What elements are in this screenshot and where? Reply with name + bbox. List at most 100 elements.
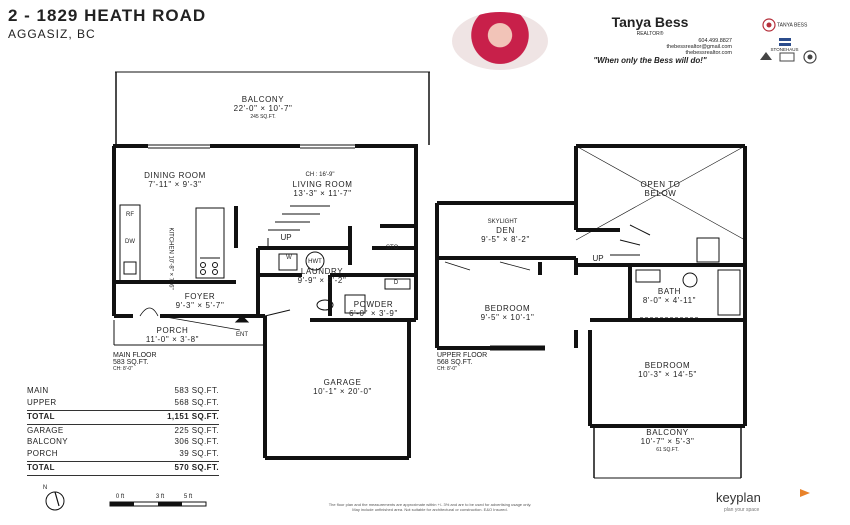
floor-name: UPPER FLOOR <box>437 352 488 359</box>
main-floor-walls <box>112 144 418 460</box>
room-balcony-upper: BALCONY 10'-7" × 5'-3" 61 SQ.FT. <box>625 428 710 455</box>
keyplan-flag-icon <box>800 489 810 497</box>
room-garage: GARAGE 10'-1" × 20'-0" <box>295 378 390 396</box>
dishwasher-label: DW <box>125 239 135 245</box>
open-to-below-line2: BELOW <box>644 189 677 198</box>
room-name: BATH <box>657 287 682 296</box>
agent-website: thebessrealtor.com <box>685 50 732 56</box>
scale-bar-icon <box>109 501 207 507</box>
area-value: 225 SQ.FT. <box>174 425 219 435</box>
ceiling-height: CH : 16'-9" <box>305 172 335 178</box>
floor-ceiling: CH: 8'-0" <box>437 366 457 372</box>
area-label: MAIN <box>27 386 49 395</box>
keyplan-tagline: plan your space <box>724 507 760 513</box>
room-size: 10'-1" × 20'-0" <box>313 387 372 396</box>
storage-label: STO. <box>386 245 400 251</box>
agent-slogan: "When only the Bess will do!" <box>593 56 707 65</box>
main-floor-label: MAIN FLOOR 583 SQ.FT. CH: 8'-0" <box>113 352 157 373</box>
area-label: PORCH <box>27 448 58 458</box>
floor-name: MAIN FLOOR <box>113 352 157 359</box>
room-size: 22'-0" × 10'-7" <box>233 104 293 113</box>
room-size: 10'-8" × 7'-6" <box>167 255 174 290</box>
brand-logo-text: TANYA BESS <box>776 22 808 29</box>
area-row: GARAGE 225 SQ.FT. <box>27 426 219 438</box>
upper-floor-walls <box>435 144 747 428</box>
area-row: UPPER 568 SQ.FT. <box>27 398 219 410</box>
area-label: UPPER <box>27 397 57 407</box>
agent-phone: 604.499.8827 <box>698 38 732 44</box>
hot-water-tank-label: HWT <box>308 259 322 265</box>
room-den: DEN 9'-5" × 8'-2" <box>463 226 548 244</box>
area-label: TOTAL <box>27 412 55 421</box>
floor-ceiling: CH: 8'-0" <box>113 366 133 372</box>
agent-name: Tanya Bess <box>611 14 689 30</box>
dryer-label: D <box>393 280 399 286</box>
agent-role: REALTOR® <box>636 31 664 37</box>
room-name: BALCONY <box>241 95 285 104</box>
area-divider <box>27 461 219 462</box>
room-size: 7'-11" × 9'-3" <box>148 180 202 189</box>
scale-three-label: 3 ft <box>155 494 165 500</box>
room-bath: BATH 8'-0" × 4'-11" <box>627 287 712 305</box>
area-value: 583 SQ.FT. <box>174 386 219 395</box>
entrance-label: ENT <box>236 332 248 338</box>
area-label: TOTAL <box>27 463 55 472</box>
room-size: 8'-0" × 4'-11" <box>642 296 697 305</box>
room-name: PORCH <box>156 326 189 335</box>
room-name: FOYER <box>184 292 216 301</box>
room-size: 11'-0" × 3'-8" <box>145 335 200 344</box>
upper-fixtures <box>444 145 746 479</box>
upper-floor-label: UPPER FLOOR 568 SQ.FT. CH: 8'-0" <box>437 352 487 373</box>
room-powder: POWDER 6'-0" × 3'-9" <box>336 300 411 318</box>
property-city: AGGASIZ, BC <box>8 27 96 41</box>
area-value: 568 SQ.FT. <box>174 397 219 407</box>
area-row: MAIN 583 SQ.FT. <box>27 386 219 398</box>
brand-logo2-text: STONEHAUS <box>770 47 799 52</box>
room-area: 61 SQ.FT. <box>656 447 679 453</box>
room-name: DINING ROOM <box>144 171 206 180</box>
area-divider <box>27 474 219 476</box>
room-size: 13'-3" × 11'-7" <box>293 189 352 198</box>
room-name: BALCONY <box>646 428 689 437</box>
brand-flag-icon <box>778 38 791 46</box>
room-name: LAUNDRY <box>300 267 344 276</box>
north-arrow-icon <box>45 491 65 511</box>
area-divider <box>27 423 219 425</box>
agent-email: thebessrealtor@gmail.com <box>666 44 733 50</box>
disclaimer: The floor plan and the measurements are … <box>240 502 620 512</box>
open-to-below: OPEN TO BELOW <box>618 180 703 198</box>
main-fixtures <box>113 204 411 346</box>
room-size: 9'-3" × 5'-7" <box>175 301 225 310</box>
room-kitchen: KITCHEN 10'-8" × 7'-6" <box>166 227 175 290</box>
area-value: 570 SQ.FT. <box>174 463 219 472</box>
room-size: 9'-5" × 10'-1" <box>480 313 535 322</box>
room-size: 6'-0" × 3'-9" <box>349 309 398 318</box>
brand-logo-tanya-bess: TANYA BESS <box>752 18 817 32</box>
brand-badges-icon <box>760 50 817 64</box>
area-divider <box>27 410 219 411</box>
north-label: N <box>42 485 48 491</box>
room-porch: PORCH 11'-0" × 3'-8" <box>130 326 215 344</box>
room-foyer: FOYER 9'-3" × 5'-7" <box>155 292 245 310</box>
agent-photo <box>452 12 548 70</box>
room-bedroom-1: BEDROOM 9'-5" × 10'-1" <box>465 304 550 322</box>
scale-five-label: 5 ft <box>183 494 193 500</box>
area-label: GARAGE <box>27 425 64 435</box>
room-name: DEN <box>496 226 515 235</box>
upper-stair-up-label: UP <box>592 254 604 263</box>
room-area: 245 SQ.FT. <box>250 114 276 120</box>
scale-zero-label: 0 ft <box>115 494 125 500</box>
room-size: 9'-9" × 6'-2" <box>297 276 347 285</box>
room-living: LIVING ROOM 13'-3" × 11'-7" <box>275 180 370 198</box>
main-windows <box>148 144 355 149</box>
room-size: 9'-5" × 8'-2" <box>481 235 530 244</box>
room-name: GARAGE <box>323 378 362 387</box>
room-size: 10'-3" × 14'-5" <box>638 370 697 379</box>
room-size: 10'-7" × 5'-3" <box>640 437 695 446</box>
room-name: KITCHEN <box>167 227 174 254</box>
room-name: BEDROOM <box>644 361 691 370</box>
